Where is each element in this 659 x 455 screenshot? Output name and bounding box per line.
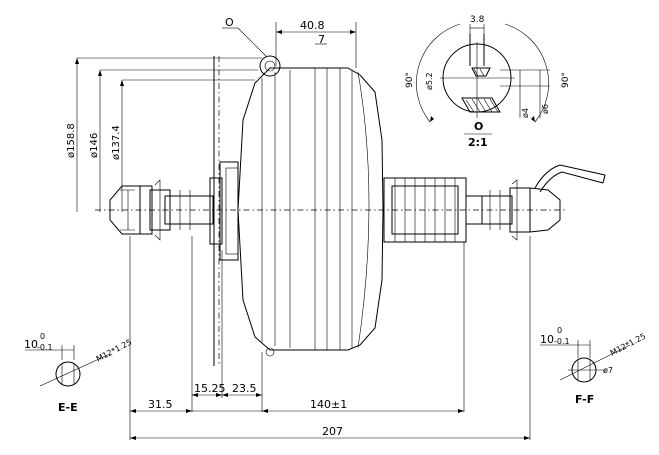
section-f-thread: M12*1.25 — [609, 332, 648, 358]
detail-o-dia-large: ø6 — [541, 104, 550, 114]
section-e-tol-upper: 0 — [40, 332, 45, 341]
hub-body — [95, 55, 606, 366]
dim-dia-146: ø146 — [89, 133, 100, 158]
section-e-thread: M12*1.25 — [95, 338, 134, 364]
dim-top-width: 40.8 — [300, 19, 325, 32]
detail-o-title: O — [474, 120, 483, 133]
detail-o-scale: 2:1 — [468, 136, 488, 149]
dim-dia-137: ø137.4 — [111, 125, 122, 160]
section-f-label: F-F — [575, 393, 594, 406]
dim-23-5: 23.5 — [232, 382, 257, 395]
detail-o-angle-right: 90° — [561, 72, 571, 88]
dim-15-25: 15.25 — [194, 382, 226, 395]
bottom-dimensions: 15.25 23.5 31.5 140±1 207 — [129, 236, 531, 440]
detail-o-angle-left: 90° — [405, 72, 415, 88]
section-f-flat: 10 — [540, 333, 554, 346]
top-dimensions: 40.8 7 O — [222, 16, 357, 68]
detail-callout-o: O — [225, 16, 234, 29]
section-e-label: E-E — [58, 401, 78, 414]
dim-140: 140±1 — [310, 398, 347, 411]
dim-31-5: 31.5 — [148, 398, 173, 411]
detail-o-width: 3.8 — [470, 15, 485, 25]
section-f-tol-upper: 0 — [557, 326, 562, 335]
section-f-tol-lower: -0.1 — [554, 337, 570, 346]
detail-o-dia-small: ø5.2 — [425, 72, 434, 90]
section-f: 10 0 -0.1 M12*1.25 ø7 F-F — [540, 326, 647, 406]
dim-top-inner: 7 — [318, 33, 325, 46]
diameter-dimensions: ø158.8 ø146 ø137.4 — [66, 57, 262, 212]
section-f-hole: ø7 — [603, 366, 613, 375]
detail-o-dia-mid: ø4 — [521, 108, 530, 118]
dim-207: 207 — [322, 425, 343, 438]
section-e: 10 0 -0.1 M12*1.25 E-E — [24, 332, 133, 414]
section-e-flat: 10 — [24, 338, 38, 351]
detail-o: 3.8 90° 90° ø5.2 ø4 ø6 O 2:1 — [405, 15, 571, 149]
dim-dia-158: ø158.8 — [66, 123, 77, 158]
section-e-tol-lower: -0.1 — [37, 343, 53, 352]
